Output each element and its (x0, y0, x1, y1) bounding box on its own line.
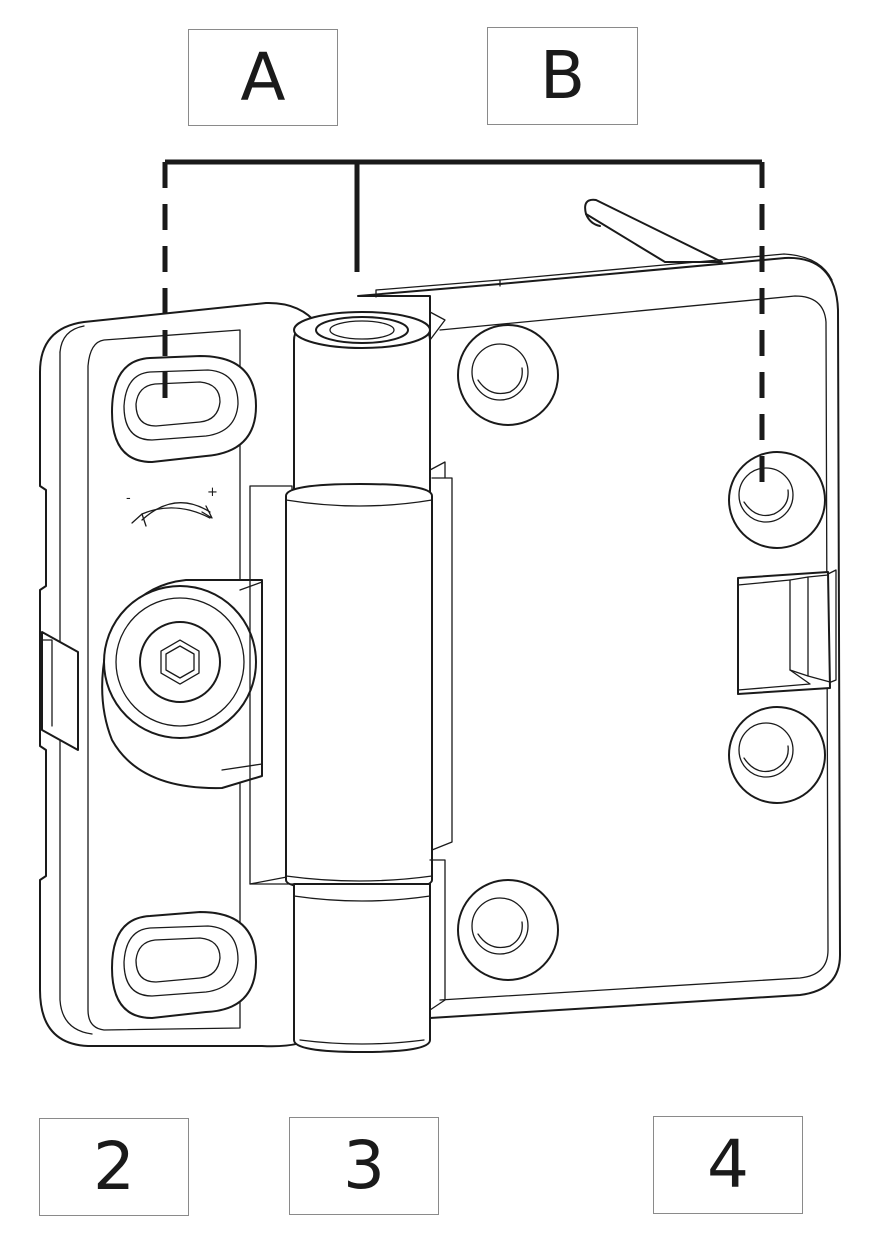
label-2-text: 2 (93, 1128, 135, 1205)
label-box-a: A (188, 29, 338, 126)
label-box-2: 2 (39, 1118, 189, 1216)
leader-lines (162, 159, 765, 492)
adjust-plus-symbol: + (207, 485, 218, 500)
label-3-text: 3 (343, 1127, 385, 1204)
label-box-b: B (487, 27, 638, 125)
left-hinge-leaf (39, 301, 319, 1048)
hinge-knuckle (249, 311, 453, 1053)
adjust-minus-symbol: - (126, 491, 131, 506)
label-4-text: 4 (707, 1126, 749, 1203)
right-hinge-leaf (357, 198, 841, 1019)
label-b-text: B (539, 37, 586, 114)
label-box-3: 3 (289, 1117, 439, 1215)
label-box-4: 4 (653, 1116, 803, 1214)
label-a-text: A (240, 38, 286, 116)
